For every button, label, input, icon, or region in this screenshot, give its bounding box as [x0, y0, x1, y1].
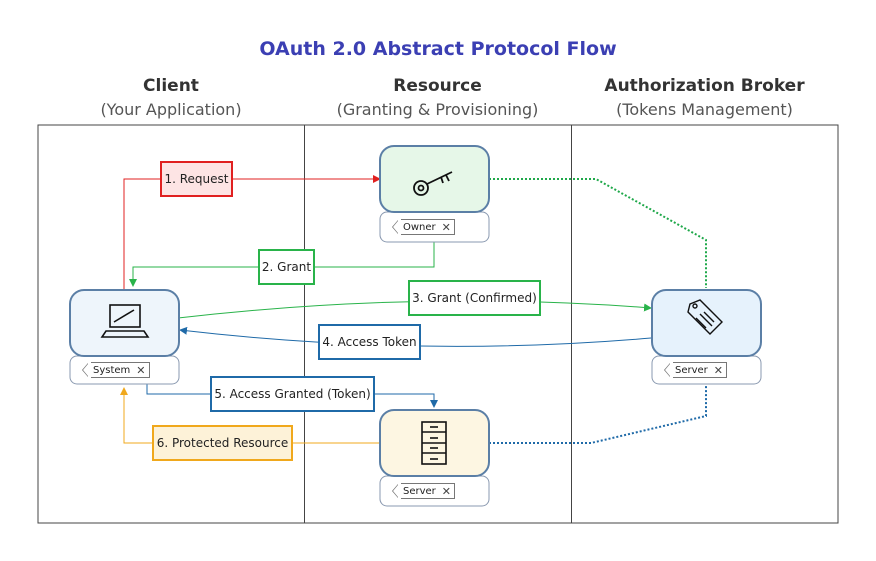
- system-tag-label: System: [93, 364, 131, 376]
- node-resource-server[interactable]: [379, 409, 490, 507]
- owner-tag-label: Owner: [403, 221, 436, 233]
- resource-server-tag: Server ✕: [392, 483, 456, 499]
- connector-owner-broker-dotted: [489, 178, 707, 288]
- tag-notch-icon: [392, 220, 398, 234]
- column-subheading-resource: (Granting & Provisioning): [336, 100, 539, 119]
- column-heading-authorization-broker: Authorization Broker: [604, 76, 805, 96]
- authorization-server-tag-label: Server: [675, 364, 708, 376]
- tag-notch-icon: [664, 363, 670, 377]
- column-heading-resource: Resource: [393, 76, 482, 96]
- tag-notch-icon: [82, 363, 88, 377]
- close-icon[interactable]: ✕: [713, 363, 724, 377]
- swimlane-frame: [37, 124, 839, 524]
- key-icon: [413, 171, 453, 196]
- price-tag-icon: [687, 299, 723, 335]
- column-heading-client: Client: [143, 76, 199, 96]
- tag-notch-icon: [392, 484, 398, 498]
- system-tag: System ✕: [82, 362, 150, 378]
- step-2-grant[interactable]: 2. Grant: [258, 249, 315, 285]
- authorization-server-tag: Server ✕: [664, 362, 728, 378]
- connector-request: [123, 175, 381, 290]
- column-subheading-authorization-broker: (Tokens Management): [616, 100, 793, 119]
- resource-server-tag-label: Server: [403, 485, 436, 497]
- connector-protected-resource: [120, 387, 380, 444]
- step-6-protected-resource[interactable]: 6. Protected Resource: [152, 425, 293, 461]
- close-icon[interactable]: ✕: [136, 363, 146, 377]
- close-icon[interactable]: ✕: [441, 220, 451, 234]
- close-icon[interactable]: ✕: [441, 484, 452, 498]
- connector-resource-broker-dotted: [489, 385, 707, 444]
- step-4-access-token[interactable]: 4. Access Token: [318, 324, 421, 360]
- step-3-grant-confirmed[interactable]: 3. Grant (Confirmed): [408, 280, 541, 316]
- owner-tag: Owner ✕: [392, 219, 455, 235]
- column-subheading-client: (Your Application): [100, 100, 242, 119]
- step-5-access-granted[interactable]: 5. Access Granted (Token): [210, 376, 375, 412]
- node-system[interactable]: [69, 289, 180, 385]
- laptop-icon: [100, 304, 150, 338]
- step-1-request[interactable]: 1. Request: [160, 161, 233, 197]
- file-cabinet-icon: [421, 421, 447, 465]
- diagram-title: OAuth 2.0 Abstract Protocol Flow: [259, 38, 617, 60]
